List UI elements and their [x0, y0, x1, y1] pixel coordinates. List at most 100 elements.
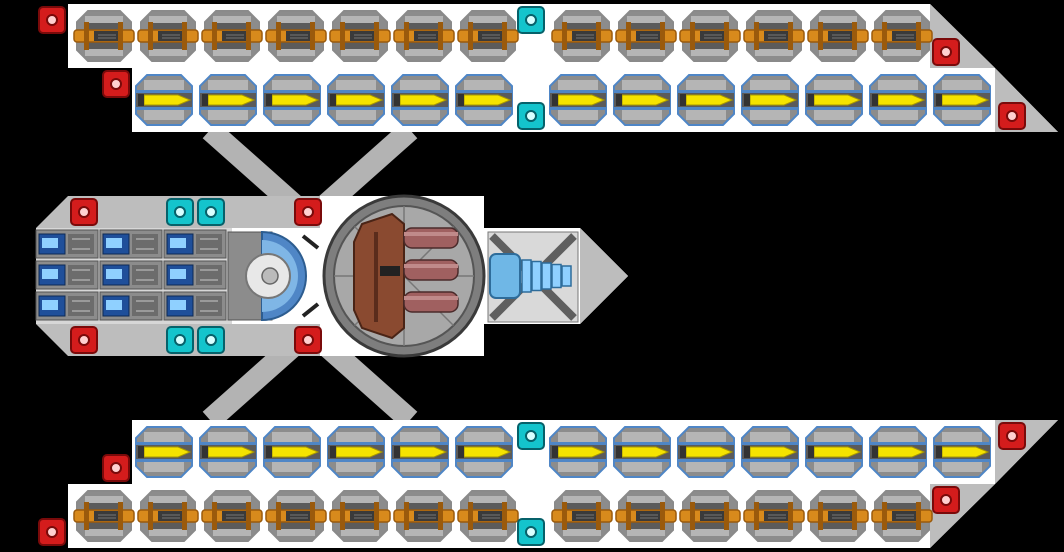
missile-rail-trim — [264, 442, 320, 445]
cannon-mount — [310, 22, 315, 50]
engine-intake — [489, 253, 521, 299]
cannon-mount — [626, 22, 631, 50]
battery-connector — [132, 234, 158, 254]
battery-cell — [163, 260, 227, 290]
missile-rail-trim — [742, 90, 798, 93]
cannon-mount — [754, 502, 759, 530]
engine-thruster — [487, 231, 579, 323]
cannon-module — [807, 10, 869, 62]
cannon-breech — [350, 511, 376, 521]
missile-rail-trim — [806, 90, 862, 93]
missile-rail-trim — [136, 107, 192, 110]
missile-module — [869, 74, 927, 126]
reactor-fuel-rod — [403, 259, 459, 281]
battery-connector — [196, 265, 222, 285]
battery-cell — [163, 291, 227, 321]
missile-module — [933, 426, 991, 478]
cannon-breech — [572, 511, 598, 521]
missile-tail — [616, 94, 622, 106]
missile-rail-trim — [456, 442, 512, 445]
missile-tail — [202, 446, 208, 458]
cannon-breech — [222, 511, 248, 521]
missile-rail-trim — [264, 107, 320, 110]
missile-module — [135, 74, 193, 126]
missile-module — [263, 426, 321, 478]
port-socket — [1006, 110, 1018, 122]
engine-nozzle-segment — [561, 265, 572, 287]
missile-module — [391, 74, 449, 126]
cyan-port — [197, 326, 225, 354]
battery-cell — [35, 260, 99, 290]
red-port — [70, 326, 98, 354]
missile-rail-trim — [678, 90, 734, 93]
reactor-fuel-rod-shine — [404, 296, 458, 300]
cannon-mount — [246, 22, 251, 50]
cannon-mount — [502, 502, 507, 530]
missile-rail-trim — [614, 442, 670, 445]
port-socket — [302, 334, 314, 346]
missile-module — [455, 426, 513, 478]
missile-module — [613, 74, 671, 126]
top-inner-row — [135, 74, 991, 126]
cannon-module — [743, 10, 805, 62]
missile-rail-trim — [456, 90, 512, 93]
missile-tail — [394, 94, 400, 106]
cannon-mount — [852, 22, 857, 50]
cannon-mount — [148, 22, 153, 50]
missile-rail-trim — [136, 459, 192, 462]
missile-rail-trim — [136, 442, 192, 445]
cannon-module — [265, 490, 327, 542]
cannon-mount — [754, 22, 759, 50]
missile-module — [549, 74, 607, 126]
missile-module — [677, 426, 735, 478]
battery-connector — [68, 265, 94, 285]
battery-cell — [35, 291, 99, 321]
cannon-breech — [700, 511, 726, 521]
port-socket — [205, 206, 217, 218]
engine-nozzle-segment — [541, 262, 552, 290]
missile-module — [135, 426, 193, 478]
cyan-port — [197, 198, 225, 226]
cannon-mount — [340, 502, 345, 530]
reactor-core-seam — [374, 232, 378, 322]
missile-tail — [744, 446, 750, 458]
cannon-breech — [286, 31, 312, 41]
cannon-module — [615, 490, 677, 542]
red-port — [294, 198, 322, 226]
port-socket — [78, 334, 90, 346]
missile-rail-trim — [264, 459, 320, 462]
cannon-mount — [882, 22, 887, 50]
cannon-module — [871, 10, 933, 62]
missile-module — [549, 426, 607, 478]
cannon-mount — [148, 502, 153, 530]
shield-bracket — [301, 302, 320, 318]
shield-emitter-center — [261, 267, 279, 285]
missile-rail-trim — [328, 442, 384, 445]
missile-tail — [458, 446, 464, 458]
cannon-breech — [350, 31, 376, 41]
missile-tail — [872, 94, 878, 106]
missile-rail-trim — [136, 90, 192, 93]
missile-tail — [808, 94, 814, 106]
red-port — [38, 6, 66, 34]
missile-module — [805, 426, 863, 478]
cannon-module — [137, 10, 199, 62]
battery-glow — [42, 269, 58, 279]
missile-rail-trim — [614, 459, 670, 462]
cannon-mount — [882, 502, 887, 530]
missile-rail-trim — [934, 90, 990, 93]
missile-tail — [330, 94, 336, 106]
red-port — [102, 454, 130, 482]
cannon-module — [871, 490, 933, 542]
missile-tail — [202, 94, 208, 106]
missile-module — [455, 74, 513, 126]
missile-rail-trim — [806, 442, 862, 445]
missile-rail-trim — [550, 90, 606, 93]
cannon-breech — [478, 31, 504, 41]
port-socket — [78, 206, 90, 218]
reactor-fuel-rod-shine — [404, 232, 458, 236]
cannon-mount — [438, 22, 443, 50]
battery-glow — [170, 269, 186, 279]
cannon-breech — [158, 511, 184, 521]
cannon-module — [137, 490, 199, 542]
